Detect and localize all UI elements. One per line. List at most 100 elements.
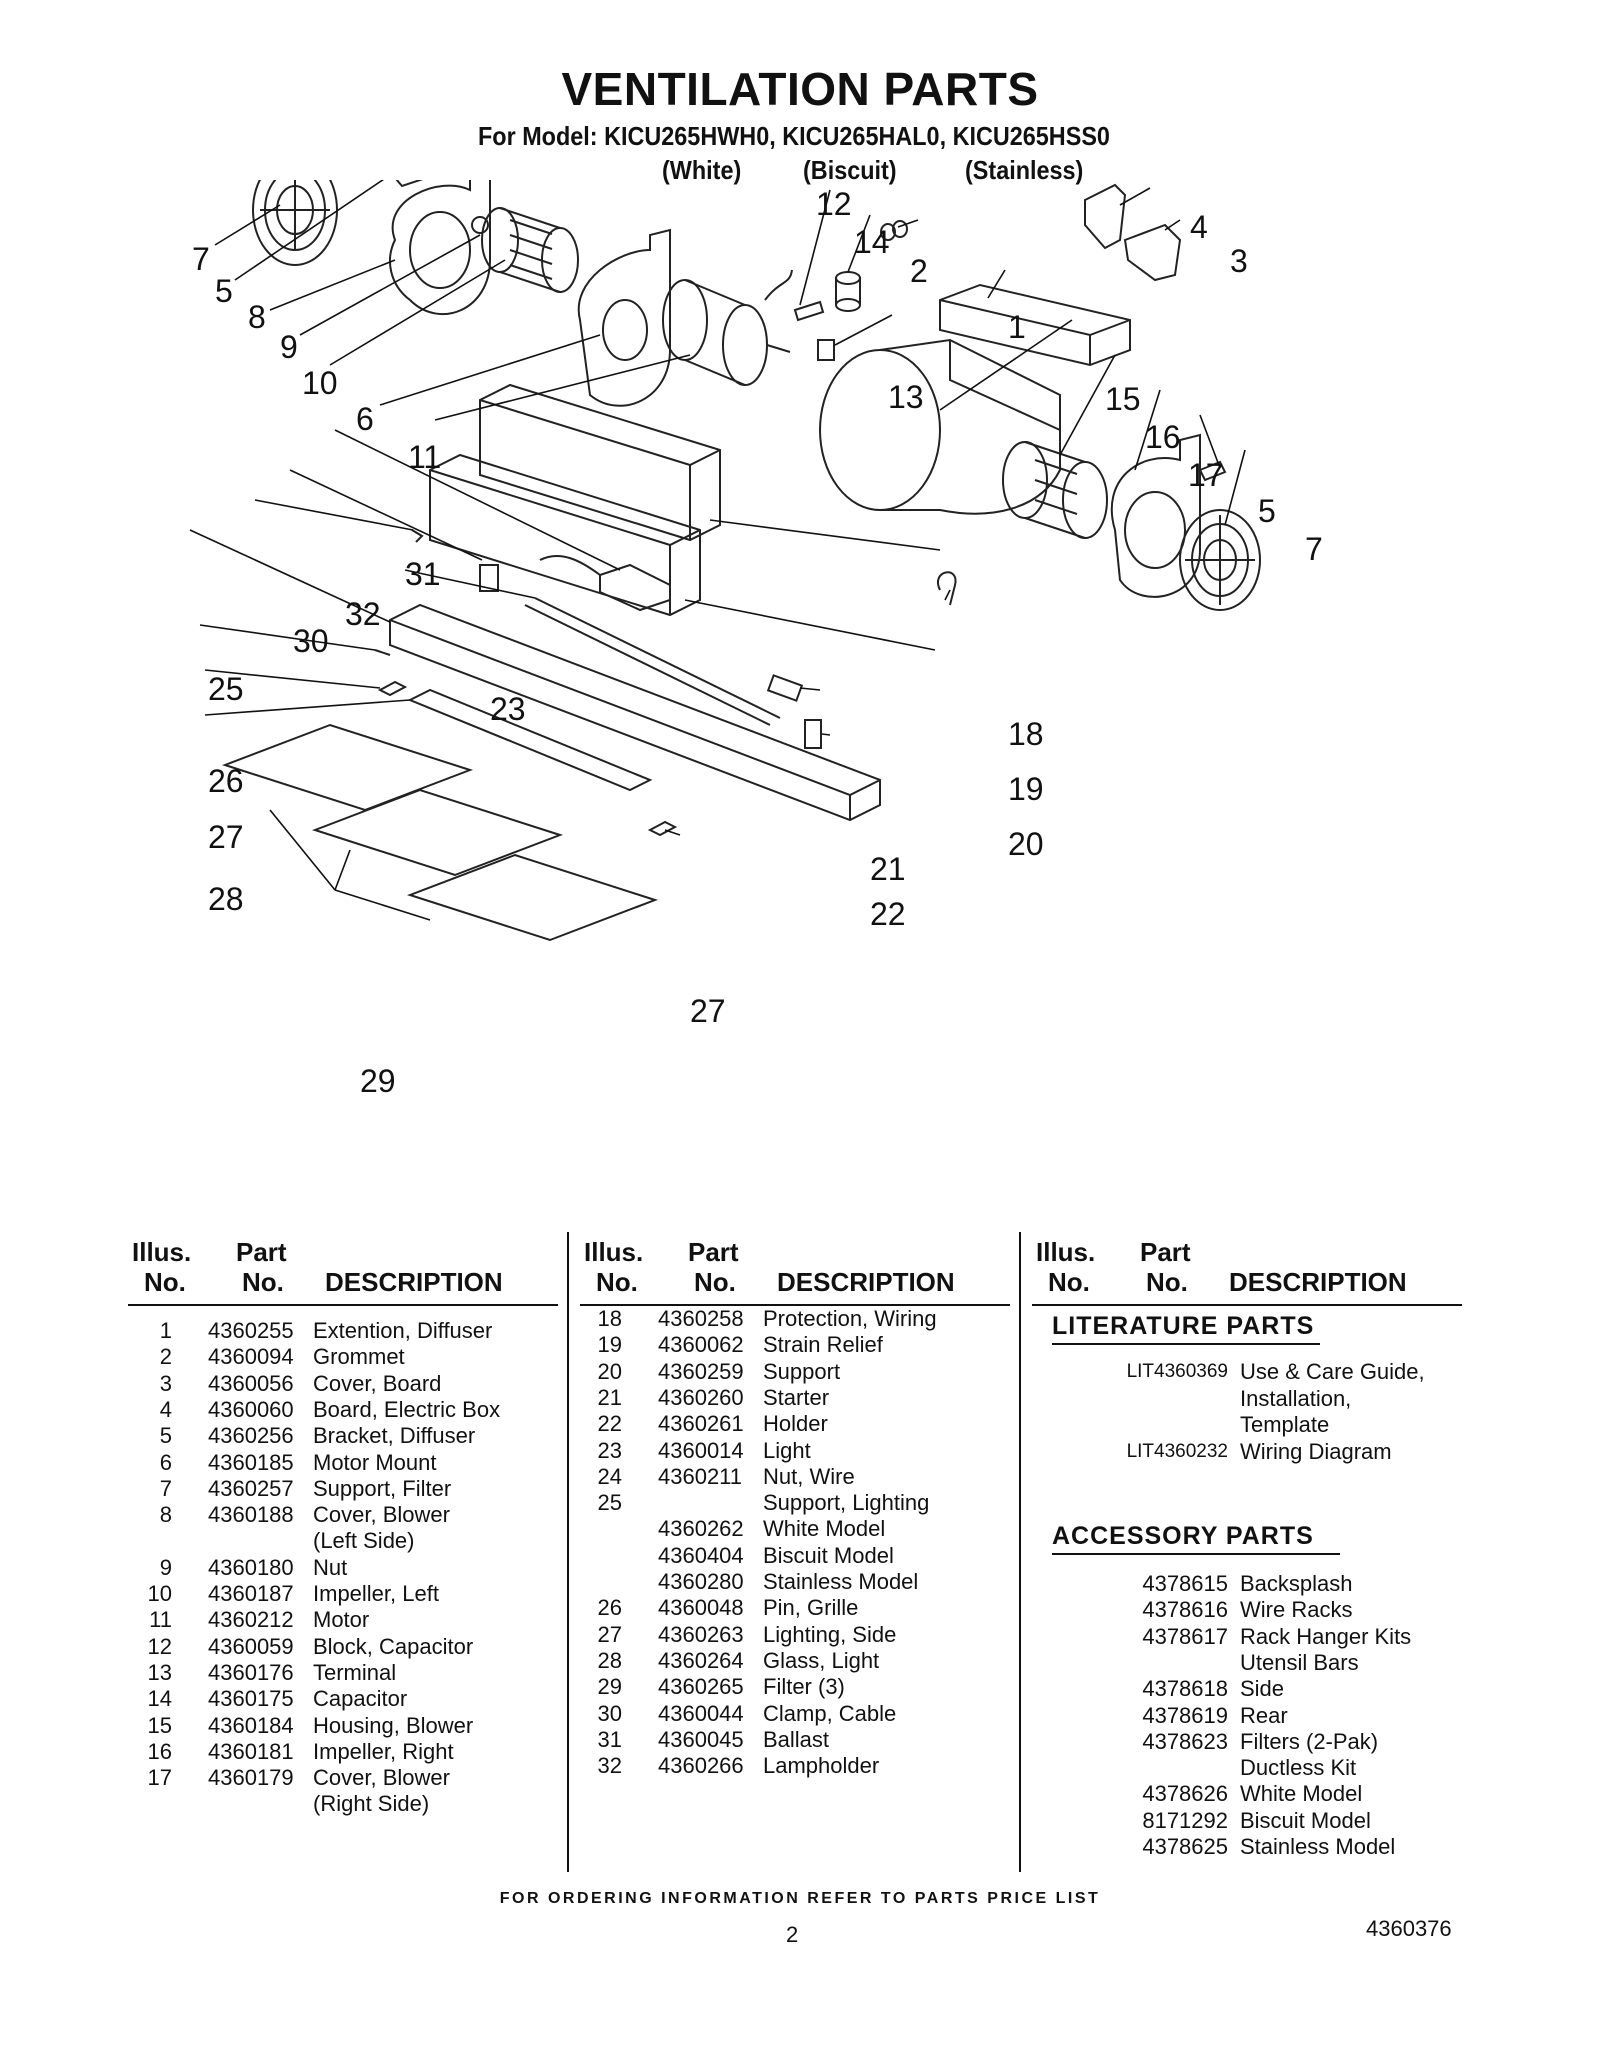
col3-illus-header-1: Illus. [1036,1237,1096,1267]
column2-description: Protection, Wiring [763,1306,937,1331]
accessory-part-no: 4378625 [1142,1834,1228,1859]
column1-description: Board, Electric Box [313,1396,501,1422]
column2-illus-no: 20 [597,1358,622,1384]
column2-illus-no: 29 [597,1674,622,1700]
column2-part-no: 4360062 [658,1332,744,1358]
literature-description: Use & Care Guide, [1240,1359,1425,1384]
capacitor-part [835,271,861,312]
literature-parts-title: LITERATURE PARTS [1052,1312,1315,1340]
literature-description: Installation, [1240,1385,1352,1411]
col1-desc-header: DESCRIPTION [325,1267,503,1297]
column1-part-no: 4360176 [208,1659,294,1685]
callout-5a: 5 [215,273,233,309]
col1-part-header-1: Part [236,1237,287,1267]
column1-illus-no: 17 [147,1765,172,1791]
callout-8: 8 [248,299,266,335]
terminal-part [817,339,835,361]
column1-part-no: 4360056 [208,1370,294,1396]
accessory-part-no: 4378623 [1142,1728,1228,1754]
right-impeller-part [1002,441,1108,539]
column2-description: Ballast [763,1726,830,1752]
col3-header-rule [1032,1304,1462,1306]
right-grille-part [1179,509,1261,611]
column2-illus-no: 18 [597,1306,622,1331]
column2-description: Glass, Light [763,1647,880,1673]
callout-6: 6 [356,401,374,437]
column1-illus-no: 10 [147,1581,172,1606]
column2-part-no: 4360262 [658,1516,744,1542]
callout-10: 10 [302,365,338,401]
nut-part [471,216,489,234]
callout-13: 13 [888,379,924,415]
accessory-description: Rack Hanger Kits [1240,1623,1412,1649]
col1-illus-header-2: No. [144,1267,186,1297]
accessory-part-no: 4378618 [1142,1676,1228,1702]
column2-illus-no: 21 [597,1384,622,1410]
page-title: VENTILATION PARTS [561,63,1039,115]
column2-illus-no: 32 [597,1753,622,1779]
column1-description: Cover, Blower [313,1765,450,1791]
column2-illus-no: 22 [597,1411,622,1437]
column2-part-no: 4360263 [658,1621,744,1647]
light-tube-part [524,597,781,726]
accessory-part-no: 4378615 [1142,1571,1228,1596]
col2-illus-header-1: Illus. [584,1237,644,1267]
callout-11: 11 [408,439,441,475]
board-cover-part [1123,223,1182,282]
callout-5b: 5 [1258,493,1276,529]
column1-part-no: 4360257 [208,1475,294,1501]
column2-part-no: 4360280 [658,1569,744,1594]
column2-description: White Model [763,1516,886,1542]
column2-description: Clamp, Cable [763,1700,897,1726]
column1-illus-no: 1 [159,1318,172,1343]
callout-23: 23 [490,691,526,727]
col3-illus-header-2: No. [1048,1267,1090,1297]
column1-description: Motor Mount [313,1449,437,1475]
exploded-parts-diagram: 7 5 8 9 10 6 11 12 14 2 13 1 4 3 15 16 1… [189,180,1323,1099]
column1-part-no: 4360255 [208,1318,294,1343]
column2-illus-no: 28 [597,1647,622,1673]
column2-illus-no: 31 [597,1726,622,1752]
diffuser-extension-part [939,283,1131,367]
column1-description: Motor [313,1607,370,1633]
column1-illus-no: 15 [147,1712,172,1738]
literature-description: Template [1240,1412,1330,1437]
accessory-part-no: 4378619 [1142,1702,1228,1728]
callout-20: 20 [1008,826,1044,862]
col1-part-header-2: No. [242,1267,284,1297]
column1-description: Support, Filter [313,1475,452,1501]
ballast-part [539,555,671,612]
column1-description: Bracket, Diffuser [313,1423,476,1449]
column1-illus-no: 11 [149,1607,172,1633]
column1-illus-no: 14 [147,1686,172,1712]
column2-illus-no: 30 [597,1700,622,1726]
callout-7a: 7 [192,241,210,277]
callout-4: 4 [1190,209,1208,245]
callout-31: 31 [405,556,441,592]
column1-illus-no: 5 [159,1423,172,1449]
callout-29: 29 [360,1063,396,1099]
column2-part-no: 4360014 [658,1437,744,1463]
column1-part-no: 4360181 [208,1738,294,1764]
column1-illus-no: 13 [147,1659,172,1685]
filter-part-3 [406,853,659,942]
holder-part [804,719,822,749]
bracket-part [395,180,424,188]
column2-part-no: 4360259 [658,1358,744,1384]
column1-description: Grommet [313,1344,405,1370]
right-blower-cover-part [1110,433,1201,598]
left-blower-cover-part [389,180,491,316]
grommet-part [880,220,908,241]
column1-illus-no: 3 [159,1370,172,1396]
column2-illus-no: 23 [597,1437,622,1463]
col3-part-header-1: Part [1140,1237,1191,1267]
col1-header-rule [128,1304,558,1306]
column2-part-no: 4360266 [658,1753,744,1779]
column2-description: Biscuit Model [763,1542,894,1568]
accessory-description: Ductless Kit [1240,1755,1357,1781]
column2-description: Stainless Model [763,1569,919,1594]
callout-16: 16 [1145,419,1181,455]
column2-description: Support [763,1358,841,1384]
column1-description: Cover, Blower [313,1502,450,1528]
column1-illus-no: 2 [159,1344,172,1370]
